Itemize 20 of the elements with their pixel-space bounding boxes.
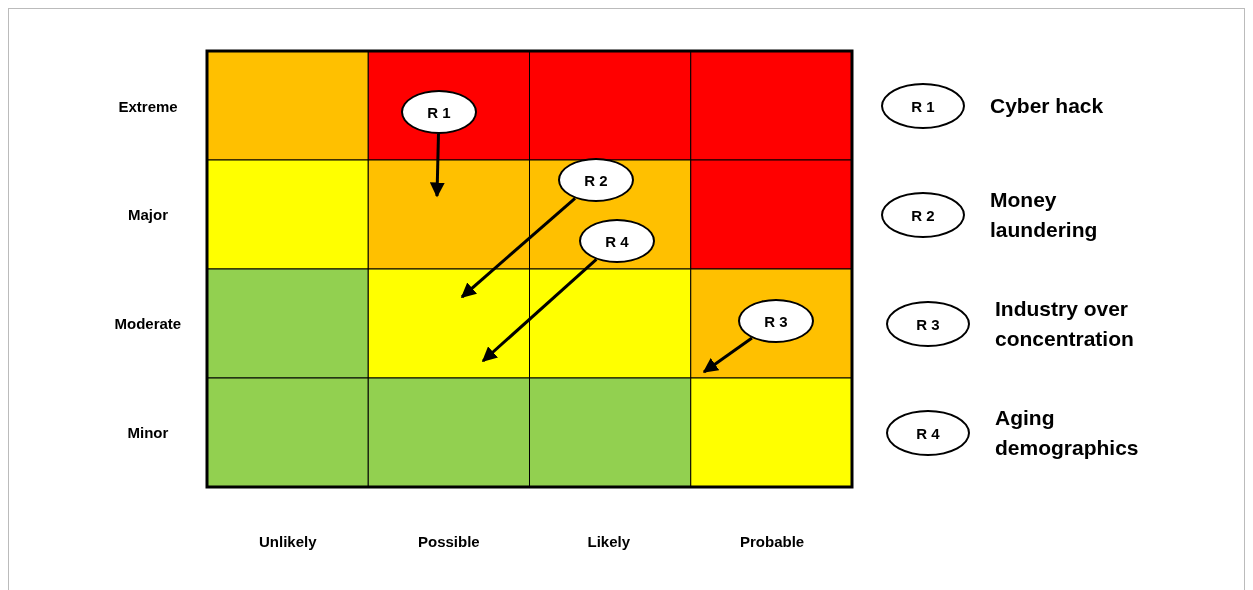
arrow (481, 258, 598, 363)
likelihood-label: Unlikely (259, 533, 317, 550)
arrow (702, 336, 753, 374)
risk-name: Industry over concentration (995, 296, 1135, 352)
likelihood-label: Probable (740, 533, 805, 550)
impact-label: Extreme (118, 98, 178, 115)
impact-label: Moderate (114, 315, 182, 332)
impact-label: Major (128, 206, 168, 223)
likelihood-label: Likely (587, 533, 631, 550)
risk-name: Money laundering (990, 187, 1099, 243)
impact-label: Minor (127, 424, 169, 441)
risk-ellipse: R 2 (881, 192, 965, 238)
risk-ellipse: R 4 (886, 410, 970, 456)
likelihood-label: Possible (418, 533, 480, 550)
risk-ellipse: R 3 (886, 301, 970, 347)
arrow (460, 197, 576, 299)
arrow (429, 133, 445, 198)
risk-name: Cyber hack (990, 93, 1105, 119)
risk-ellipse: R 1 (881, 83, 965, 129)
risk-name: Aging demographics (995, 405, 1140, 461)
